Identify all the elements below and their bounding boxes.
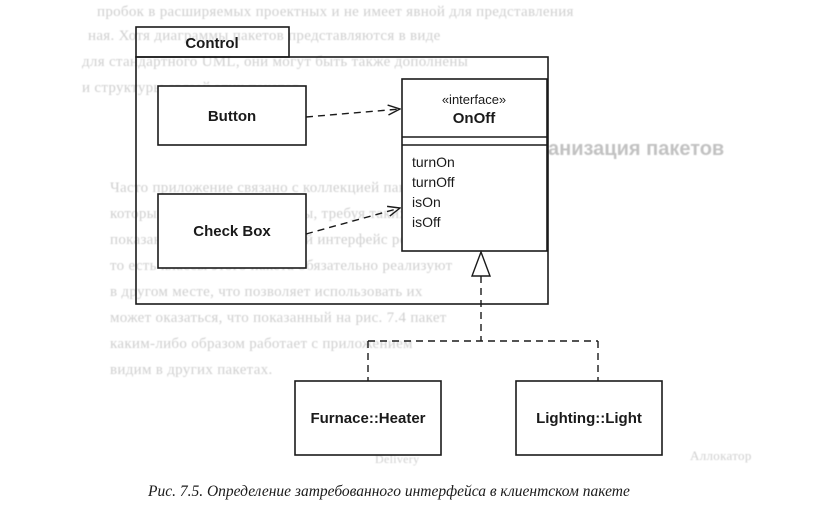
class-box [515, 380, 663, 456]
realization-connector [367, 250, 599, 381]
operation: turnOn [412, 154, 455, 170]
class-name: Button [208, 108, 256, 125]
operation: isOn [412, 194, 441, 210]
figure-caption: Рис. 7.5. Определение затребованного инт… [148, 483, 630, 500]
package-name: Control [185, 35, 238, 52]
operation: isOff [412, 214, 441, 230]
class-name: Check Box [193, 223, 271, 240]
interface-name: OnOff [453, 110, 496, 127]
interface-box [401, 78, 548, 252]
package-control: Control [135, 26, 549, 305]
interface-onoff: «interface» OnOff turnOn turnOff isOn is… [401, 78, 548, 252]
class-box [294, 380, 442, 456]
class-name: Furnace::Heater [310, 410, 425, 427]
realization-triangle [470, 250, 492, 277]
class-box [157, 85, 307, 146]
dependency-arrow-button [305, 109, 400, 118]
class-button: Button [157, 85, 307, 146]
class-box [157, 193, 307, 269]
class-check-box: Check Box [157, 193, 307, 269]
class-name: Lighting::Light [536, 410, 642, 427]
class-furnace-heater: Furnace::Heater [294, 380, 442, 456]
dependency-arrow-check-box [305, 208, 400, 235]
operation: turnOff [412, 174, 455, 190]
class-lighting-light: Lighting::Light [515, 380, 663, 456]
interface-stereotype: «interface» [442, 92, 506, 107]
package-body [135, 56, 549, 305]
